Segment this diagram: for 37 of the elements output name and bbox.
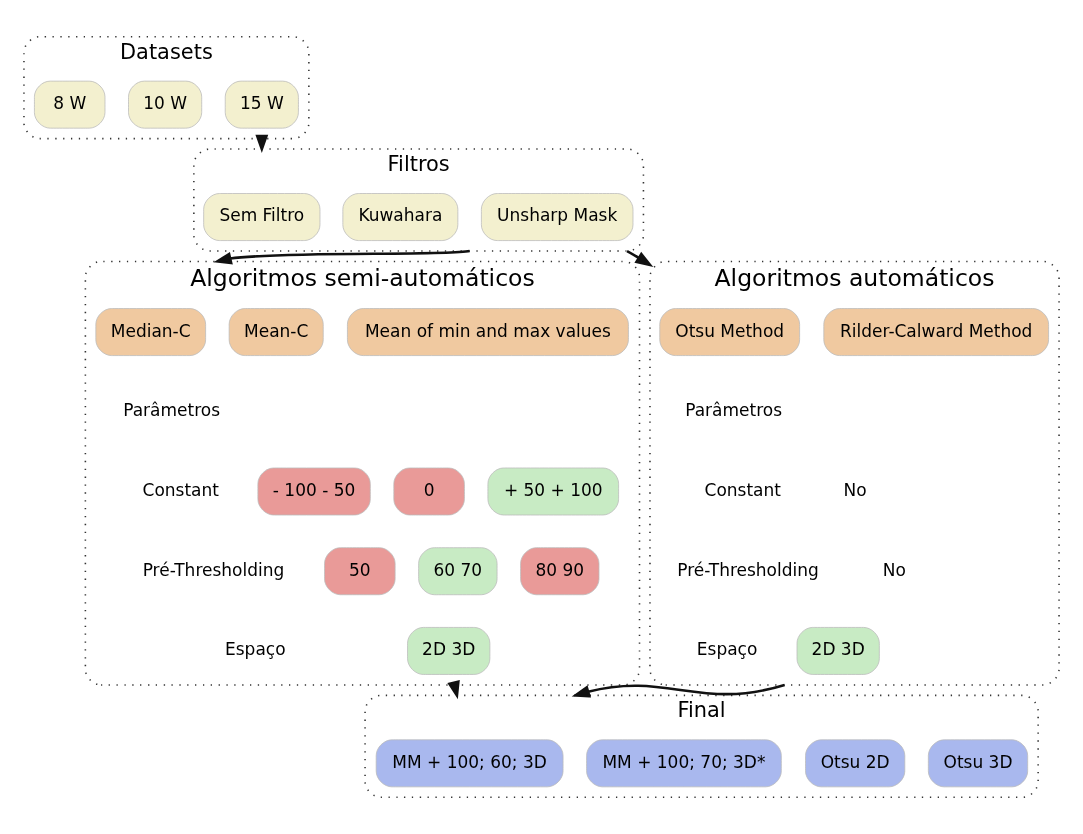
node-box: - 100 - 50 [257, 467, 371, 516]
label: Pré-Thresholding [142, 559, 285, 580]
node-box: Otsu 3D [927, 739, 1029, 788]
node-box: 50 [324, 547, 396, 596]
node-box: 15 W [224, 80, 299, 129]
node-box: Rilder-Calward Method [823, 308, 1049, 356]
arrow [255, 134, 269, 154]
node-box: Unsharp Mask [481, 193, 634, 241]
label: Espaço [225, 639, 286, 660]
node-box: MM + 100; 70; 3D* [586, 739, 782, 788]
node-box: 10 W [128, 80, 203, 129]
node-box: 2D 3D [407, 627, 491, 675]
node-box: Mean-C [228, 308, 324, 356]
label: Parâmetros [685, 400, 783, 421]
label: Constant [704, 479, 781, 500]
node-box: 80 90 [520, 547, 600, 596]
label: Pré-Thresholding [677, 559, 819, 580]
node-box: Mean of min and max values [347, 308, 629, 356]
label: Parâmetros [123, 400, 221, 421]
node-box: Otsu 2D [805, 739, 906, 788]
node-box: 0 [393, 467, 465, 516]
node-box: 60 70 [418, 547, 498, 596]
label: Espaço [696, 639, 758, 660]
label: No [843, 479, 867, 500]
node-box: Otsu Method [659, 308, 800, 356]
node-box: MM + 100; 60; 3D [375, 739, 564, 788]
arrow [571, 683, 785, 698]
arrow [626, 249, 654, 267]
node-box: Kuwahara [342, 193, 459, 241]
arrow [213, 249, 470, 265]
node-box: Median-C [95, 308, 206, 356]
node-box: 8 W [34, 80, 106, 129]
label: No [882, 559, 906, 580]
node-box: 2D 3D [796, 627, 880, 675]
label: Constant [142, 479, 219, 500]
node-box: Sem Filtro [203, 193, 321, 241]
node-box: + 50 + 100 [487, 467, 619, 516]
